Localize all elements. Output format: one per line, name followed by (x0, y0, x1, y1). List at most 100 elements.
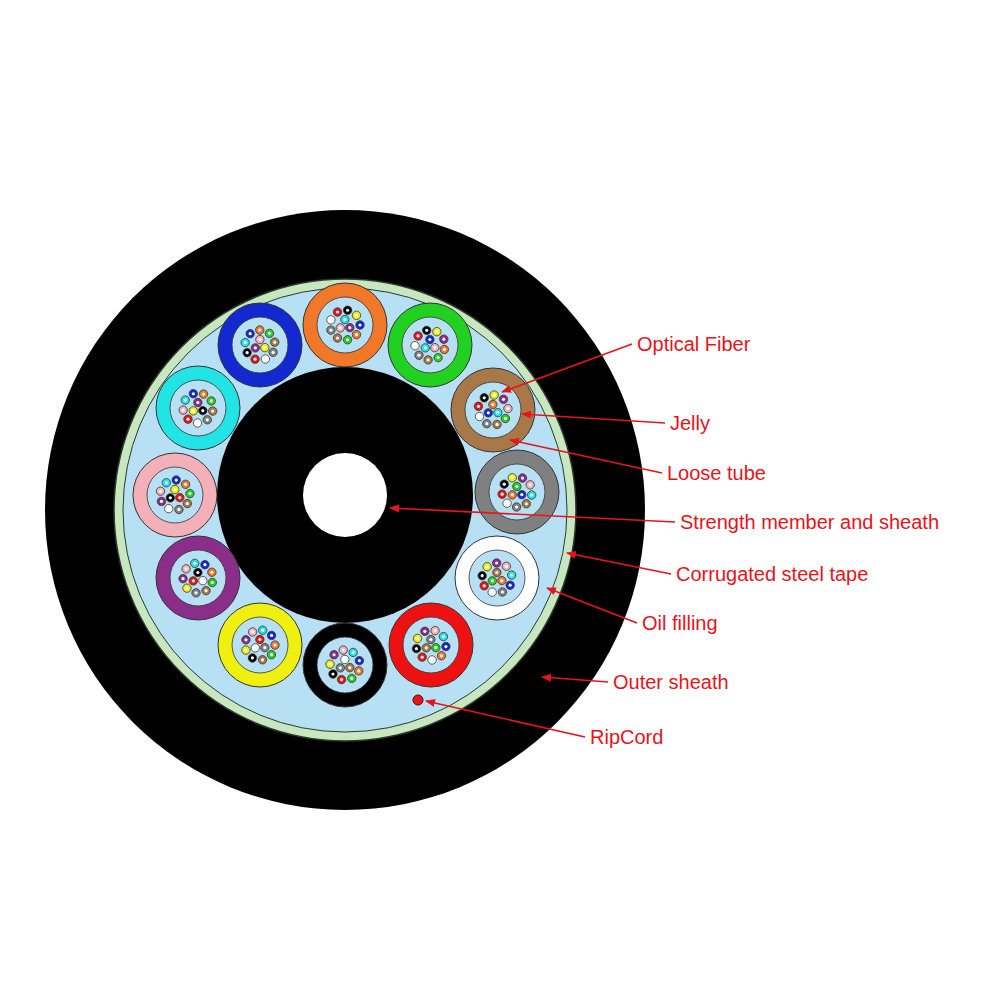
optical-fiber (183, 584, 191, 592)
optical-fiber (418, 653, 426, 661)
strength-member-sheath (217, 367, 473, 623)
optical-fiber (348, 674, 356, 682)
fiber-core (184, 483, 187, 486)
optical-fiber (265, 329, 273, 337)
optical-fiber (269, 348, 277, 356)
fiber-core (491, 403, 494, 406)
callout-label-wrap: Outer sheath (613, 670, 729, 694)
fiber-core (328, 663, 331, 666)
optical-fiber (248, 628, 256, 636)
fiber-core (434, 629, 437, 632)
jelly (317, 637, 373, 693)
optical-fiber (488, 577, 496, 585)
fiber-core (211, 581, 214, 584)
optical-fiber (498, 490, 506, 498)
fiber-core (442, 338, 445, 341)
fiber-core (342, 649, 345, 652)
fiber-core (437, 356, 440, 359)
optical-fiber (179, 406, 187, 414)
loose-tube (451, 368, 535, 452)
fiber-core (160, 500, 163, 503)
fiber-core (417, 354, 420, 357)
optical-fiber (412, 644, 420, 652)
fiber-core (343, 658, 346, 661)
optical-fiber (343, 336, 351, 344)
optical-fiber (513, 482, 521, 490)
fiber-core (500, 579, 503, 582)
callout-label: Outer sheath (613, 671, 729, 693)
optical-fiber (489, 400, 497, 408)
jelly (147, 467, 203, 523)
optical-fiber (329, 670, 337, 678)
fiber-core (201, 409, 204, 412)
fiber-core (510, 573, 513, 576)
fiber-core (495, 561, 498, 564)
jelly (232, 617, 288, 673)
fiber-core (192, 579, 195, 582)
fiber-core (442, 635, 445, 638)
fiber-core (350, 677, 353, 680)
optical-fiber (251, 355, 259, 363)
fiber-core (413, 344, 416, 347)
optical-fiber (341, 315, 349, 323)
fiber-core (444, 645, 447, 648)
fiber-core (258, 638, 261, 641)
fiber-core (348, 326, 351, 329)
optical-fiber (256, 635, 264, 643)
optical-fiber (183, 499, 191, 507)
fiber-core (251, 630, 254, 633)
callout-label-wrap: Jelly (670, 411, 710, 435)
loose-tube (303, 623, 387, 707)
optical-fiber (432, 643, 440, 651)
fiber-core (272, 351, 275, 354)
optical-fiber (440, 345, 448, 353)
loose-tube (303, 283, 387, 367)
optical-fiber (494, 408, 502, 416)
fiber-core (425, 329, 428, 332)
fiber-core (203, 563, 206, 566)
fiber-core (201, 579, 204, 582)
optical-fiber (182, 565, 190, 573)
leader-line (426, 701, 585, 737)
fiber-core (254, 646, 257, 649)
optical-fiber (474, 402, 482, 410)
optical-fiber (203, 416, 211, 424)
optical-fiber (475, 412, 483, 420)
optical-fiber (189, 407, 197, 415)
strength-member (303, 453, 387, 537)
fiber-core (435, 330, 438, 333)
fiber-core (483, 584, 486, 587)
fiber-core (483, 396, 486, 399)
fiber-core (244, 341, 247, 344)
fiber-core (258, 338, 261, 341)
fiber-core (443, 348, 446, 351)
callout-label-wrap: Strength member and sheath (680, 510, 939, 534)
fiber-core (509, 584, 512, 587)
optical-fiber (251, 644, 259, 652)
fiber-core (329, 329, 332, 332)
optical-fiber (499, 395, 507, 403)
fiber-core (332, 653, 335, 656)
loose-tube (156, 366, 240, 450)
fiber-core (491, 579, 494, 582)
optical-fiber (421, 627, 429, 635)
loose-tube (388, 303, 472, 387)
leader-line (390, 508, 675, 522)
optical-fiber (488, 588, 496, 596)
fiber-core (182, 409, 185, 412)
fiber-core (204, 589, 207, 592)
fiber-core (336, 310, 339, 313)
fiber-core (428, 338, 431, 341)
jelly (489, 464, 545, 520)
optical-fiber (502, 562, 510, 570)
fiber-core (251, 656, 254, 659)
fiber-core (495, 423, 498, 426)
fiber-core (477, 405, 480, 408)
fiber-core (355, 314, 358, 317)
optical-fiber (248, 654, 256, 662)
fiber-core (491, 591, 494, 594)
optical-fiber (261, 343, 269, 351)
optical-fiber (339, 646, 347, 654)
loose-tube (475, 450, 559, 534)
fiber-core (192, 409, 195, 412)
